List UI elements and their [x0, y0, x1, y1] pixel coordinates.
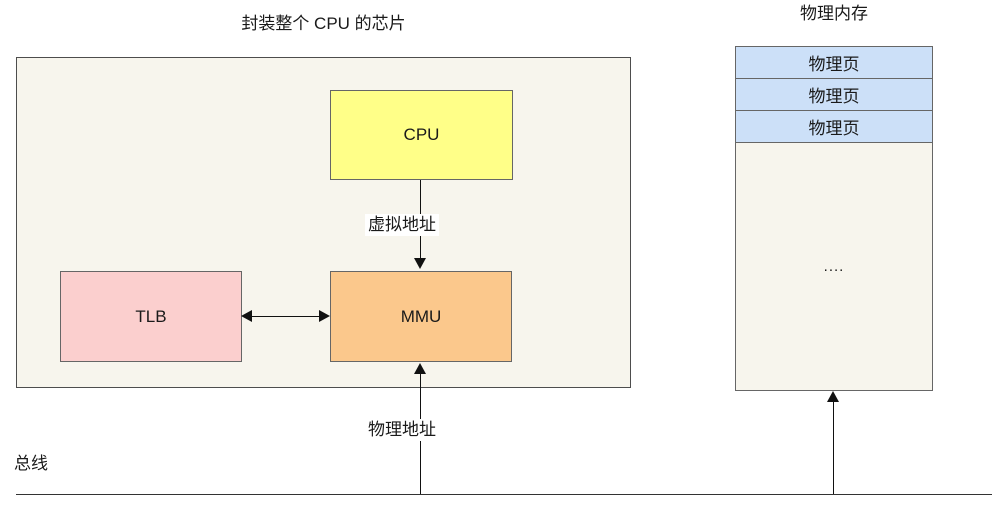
cpu-node[interactable]: CPU	[330, 90, 513, 180]
physical-memory-remainder-cell: ....	[735, 142, 933, 391]
tlb-mmu-arrowhead-left	[241, 310, 252, 322]
tlb-mmu-line	[251, 316, 321, 317]
cpu-to-mmu-arrowhead	[414, 258, 426, 269]
tlb-mmu-arrowhead-right	[319, 310, 330, 322]
tlb-node[interactable]: TLB	[60, 271, 242, 362]
bus-label: 总线	[14, 454, 48, 473]
physical-address-label: 物理地址	[365, 419, 439, 442]
memory-to-bus-arrowhead	[827, 391, 839, 402]
virtual-address-label: 虚拟地址	[365, 214, 439, 237]
physical-page-cell[interactable]: 物理页	[735, 46, 933, 79]
physical-memory-title: 物理内存	[800, 4, 868, 23]
mmu-to-bus-arrowhead	[414, 363, 426, 374]
physical-page-cell[interactable]: 物理页	[735, 78, 933, 111]
mmu-node[interactable]: MMU	[330, 271, 512, 362]
memory-to-bus-line	[833, 402, 834, 495]
chip-package-title: 封装整个 CPU 的芯片	[241, 14, 406, 33]
physical-memory-column: 物理页 物理页 物理页 ....	[735, 46, 933, 391]
bus-line	[16, 494, 992, 495]
physical-page-cell[interactable]: 物理页	[735, 110, 933, 143]
